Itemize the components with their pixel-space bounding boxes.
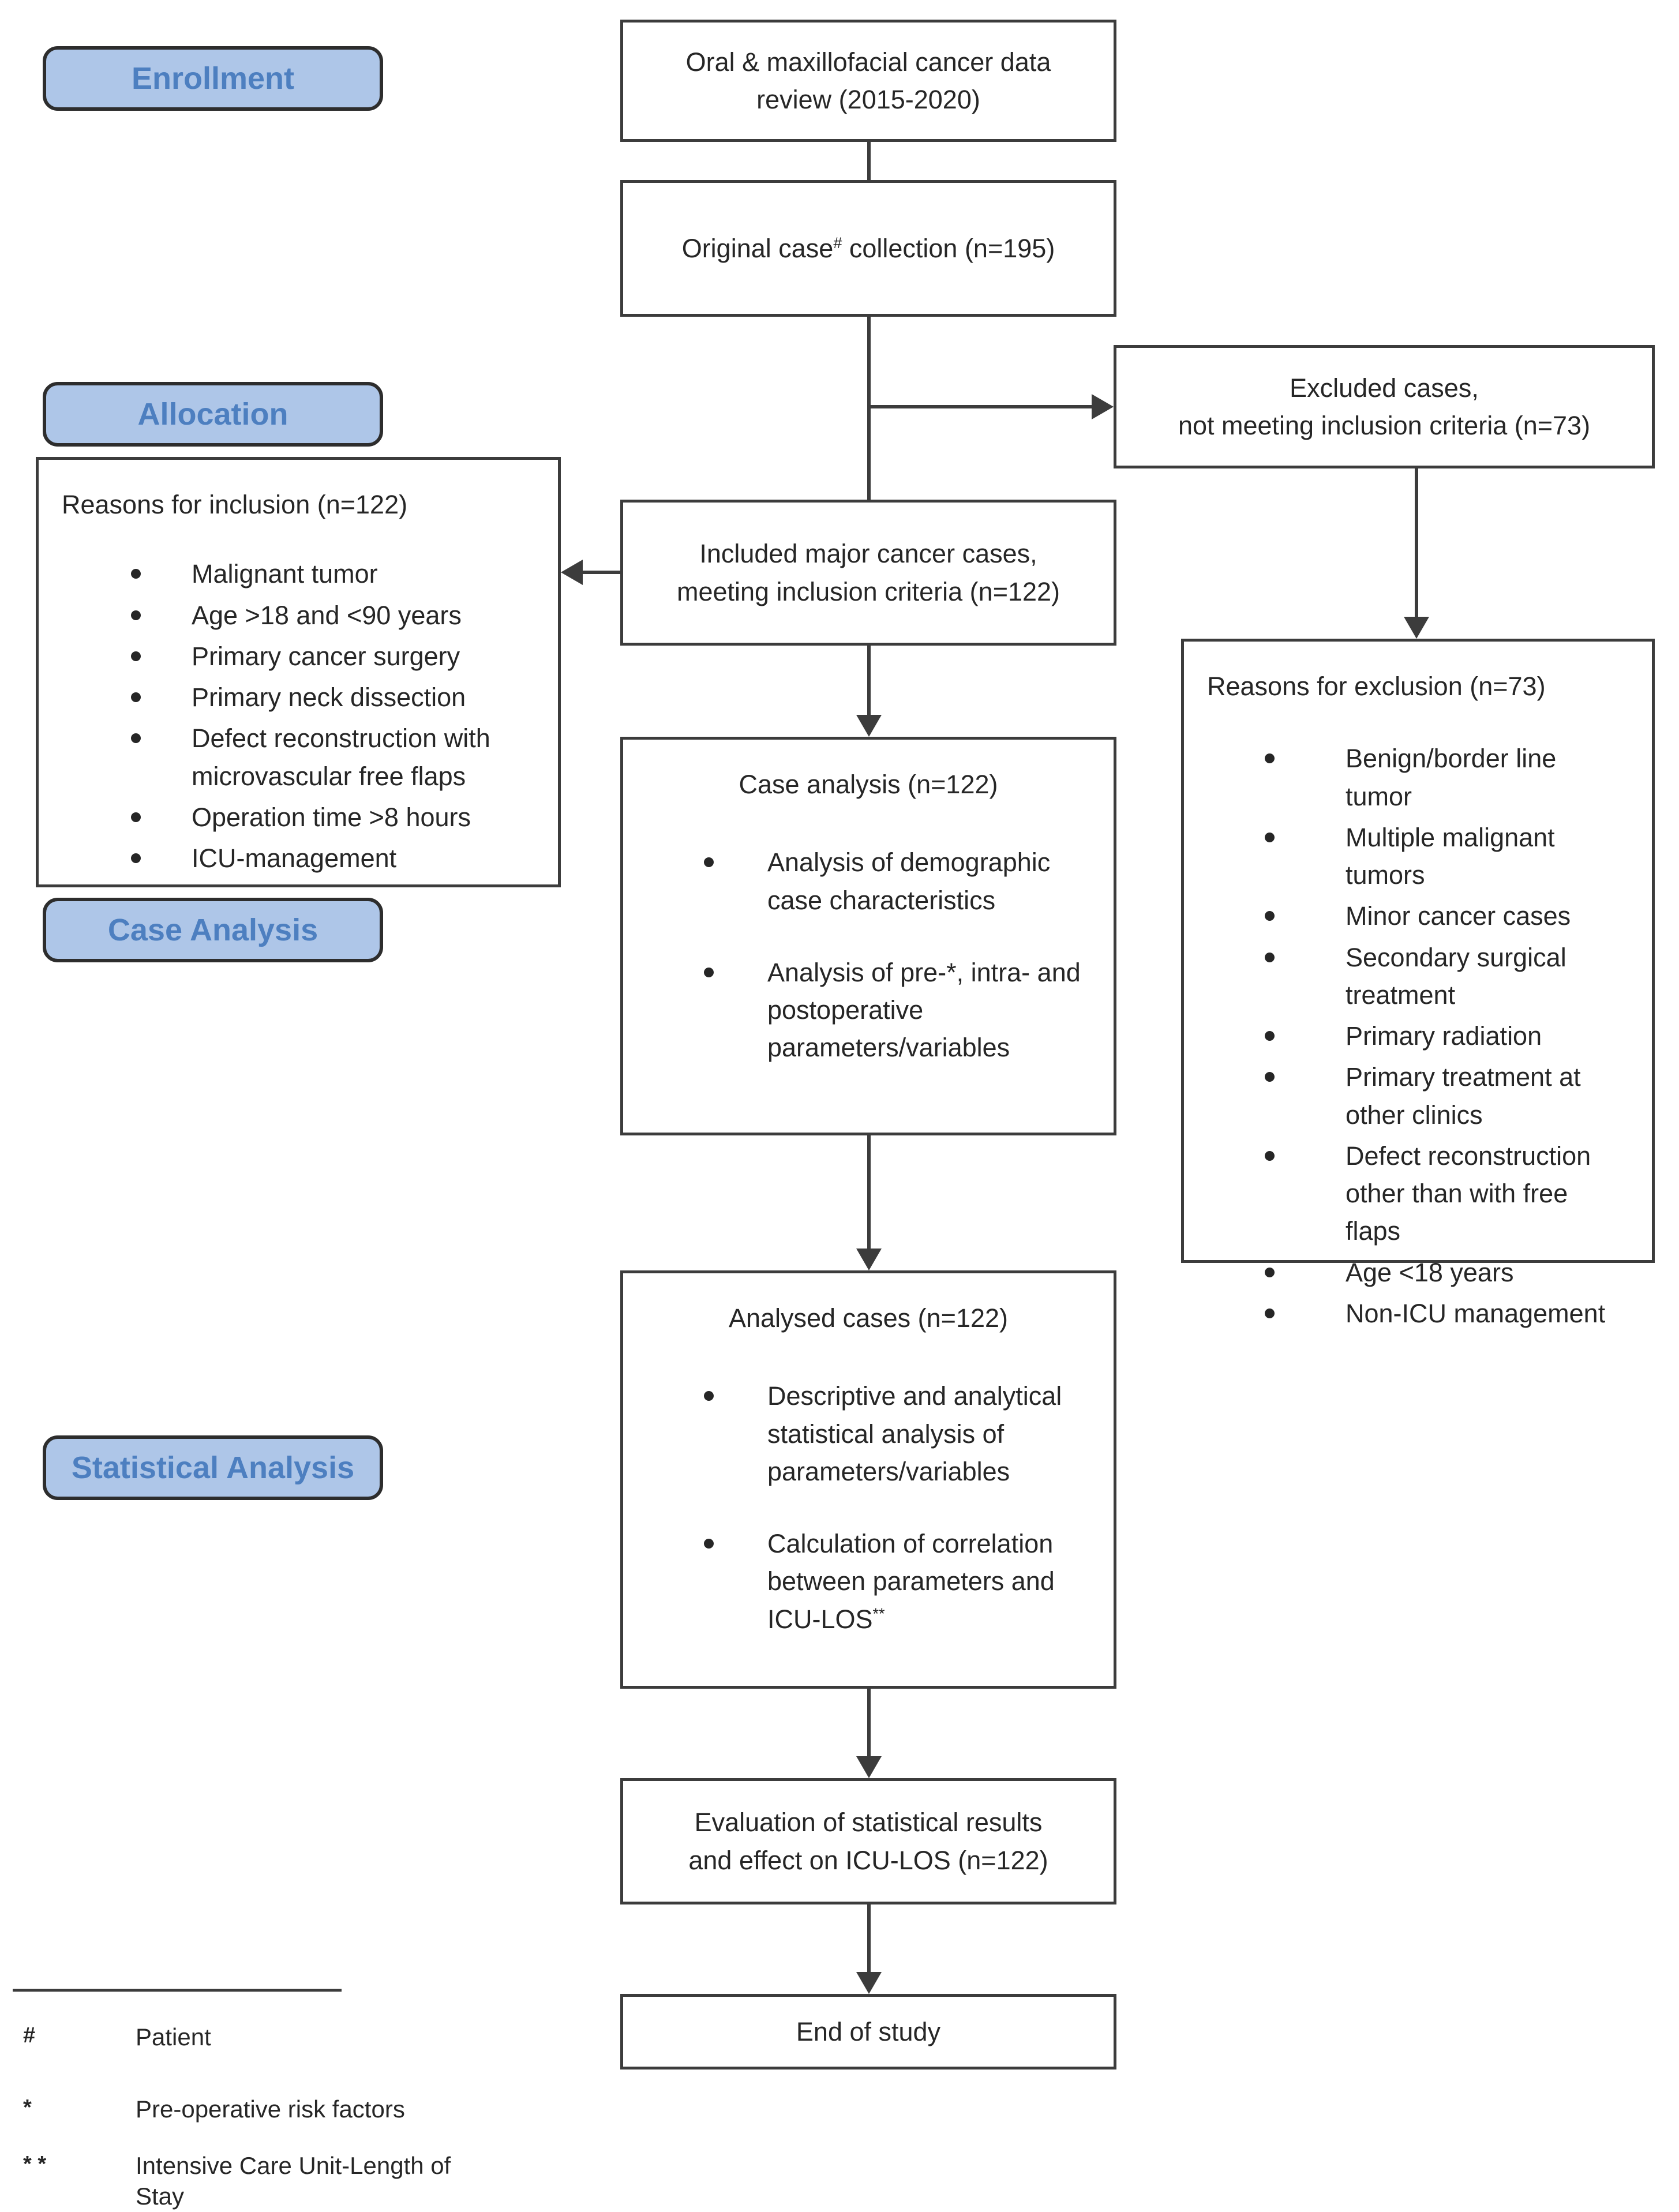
bullet-item: Calculation of correlation between param…	[646, 1525, 1090, 1638]
inclusion-reasons-list: Malignant tumor Age >18 and <90 years Pr…	[62, 555, 535, 877]
box-end-of-study-text: End of study	[796, 2016, 941, 2046]
bullet-item: Malignant tumor	[62, 555, 535, 593]
box-excluded-cases: Excluded cases, not meeting inclusion cr…	[1114, 345, 1655, 468]
footnote-text: Patient	[136, 2023, 211, 2050]
footnote-row: * Pre-operative risk factors	[23, 2094, 482, 2125]
connector-included-to-case-analysis	[867, 646, 871, 716]
bullet-item: Defect reconstruction with microvascular…	[62, 719, 535, 795]
bullet-item: Secondary surgical treatment	[1207, 939, 1629, 1014]
footnote-symbol: #	[23, 2023, 36, 2048]
bullet-item: Benign/border line tumor	[1207, 740, 1629, 815]
connector-excluded-to-reasons	[1415, 468, 1418, 618]
bullet-item: Age <18 years	[1207, 1254, 1629, 1291]
bullet-item: ICU-management	[62, 839, 535, 877]
box-excluded-cases-text: Excluded cases, not meeting inclusion cr…	[1178, 373, 1591, 440]
connector-case-analysis-to-analysed	[867, 1135, 871, 1250]
connector-analysed-to-evaluation	[867, 1689, 871, 1757]
bullet-item: Descriptive and analytical statistical a…	[646, 1377, 1090, 1490]
bullet-item: Minor cancer cases	[1207, 897, 1629, 935]
analysed-cases-list: Descriptive and analytical statistical a…	[646, 1377, 1090, 1638]
box-case-analysis-title: Case analysis (n=122)	[739, 770, 998, 799]
box-analysed-cases: Analysed cases (n=122) Descriptive and a…	[620, 1270, 1116, 1689]
box-original-collection-text: Original case# collection (n=195)	[681, 233, 1055, 263]
connector-review-to-collection	[867, 142, 871, 180]
box-reasons-inclusion-title: Reasons for inclusion (n=122)	[62, 490, 408, 519]
bullet-item: Operation time >8 hours	[62, 798, 535, 836]
box-data-review: Oral & maxillofacial cancer data review …	[620, 20, 1116, 142]
connector-included-to-reasons-inclusion	[582, 571, 620, 574]
footnote-text: Intensive Care Unit-Length of Stay	[136, 2152, 451, 2210]
bullet-item: Primary radiation	[1207, 1017, 1629, 1055]
arrowhead-down-reasons-exclusion-icon	[1404, 617, 1429, 639]
box-included-cases-text: Included major cancer cases, meeting inc…	[676, 539, 1060, 606]
stage-label-text: Allocation	[137, 397, 288, 432]
box-included-cases: Included major cancer cases, meeting inc…	[620, 500, 1116, 646]
box-evaluation: Evaluation of statistical results and ef…	[620, 1778, 1116, 1904]
footnote-text: Pre-operative risk factors	[136, 2095, 405, 2123]
exclusion-reasons-list: Benign/border line tumor Multiple malign…	[1207, 740, 1629, 1332]
bullet-item: Age >18 and <90 years	[62, 597, 535, 634]
arrowhead-down-analysed-icon	[856, 1249, 882, 1270]
arrowhead-right-excluded-icon	[1092, 394, 1114, 419]
stage-label-text: Case Analysis	[107, 913, 318, 947]
bullet-item: Primary neck dissection	[62, 678, 535, 716]
stage-label-allocation: Allocation	[43, 382, 383, 447]
stage-label-enrollment: Enrollment	[43, 46, 383, 111]
box-original-collection: Original case# collection (n=195)	[620, 180, 1116, 317]
footnote-row: # Patient	[23, 2022, 482, 2053]
stage-label-text: Enrollment	[131, 61, 295, 96]
box-reasons-exclusion: Reasons for exclusion (n=73) Benign/bord…	[1181, 639, 1655, 1328]
bullet-item: Analysis of pre-*, intra- and postoperat…	[646, 954, 1090, 1067]
connector-evaluation-to-end	[867, 1904, 871, 1973]
case-analysis-list: Analysis of demographic case characteris…	[646, 843, 1090, 1066]
footnote-row: * * Intensive Care Unit-Length of Stay	[23, 2151, 482, 2211]
arrowhead-down-end-icon	[856, 1972, 882, 1994]
bullet-item: Multiple malignant tumors	[1207, 819, 1629, 894]
stage-label-case-analysis: Case Analysis	[43, 898, 383, 962]
box-case-analysis: Case analysis (n=122) Analysis of demogr…	[620, 737, 1116, 1135]
bullet-item: Non-ICU management	[1207, 1295, 1629, 1332]
connector-branch-to-excluded	[867, 405, 1094, 408]
stage-label-statistical-analysis: Statistical Analysis	[43, 1435, 383, 1500]
stage-label-text: Statistical Analysis	[71, 1450, 355, 1485]
footnote-symbol: *	[23, 2095, 32, 2120]
footnote-symbol: * *	[23, 2152, 47, 2176]
arrowhead-down-evaluation-icon	[856, 1756, 882, 1778]
bullet-item: Analysis of demographic case characteris…	[646, 843, 1090, 919]
box-end-of-study: End of study	[620, 1994, 1116, 2069]
arrowhead-left-reasons-inclusion-icon	[561, 560, 583, 585]
bullet-item: Defect reconstruction other than with fr…	[1207, 1137, 1629, 1250]
box-reasons-exclusion-title: Reasons for exclusion (n=73)	[1207, 672, 1546, 701]
bullet-item: Primary treatment at other clinics	[1207, 1058, 1629, 1134]
box-analysed-cases-title: Analysed cases (n=122)	[728, 1303, 1009, 1333]
box-reasons-inclusion: Reasons for inclusion (n=122) Malignant …	[36, 457, 561, 887]
box-data-review-text: Oral & maxillofacial cancer data review …	[685, 47, 1051, 114]
bullet-item: Primary cancer surgery	[62, 638, 535, 675]
footnote-divider	[13, 1989, 342, 1992]
arrowhead-down-case-analysis-icon	[856, 715, 882, 737]
box-evaluation-text: Evaluation of statistical results and ef…	[688, 1808, 1048, 1875]
